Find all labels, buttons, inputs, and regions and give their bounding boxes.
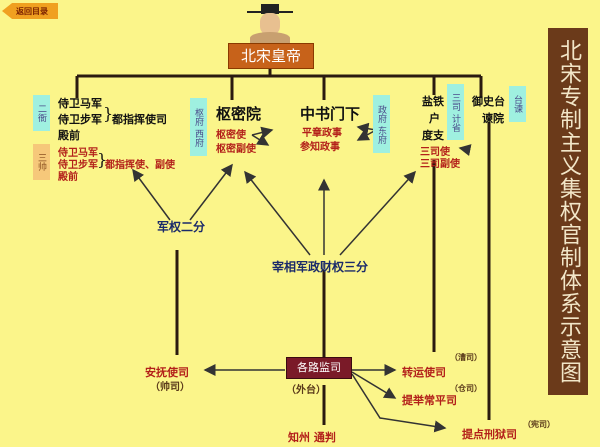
erya-box: 二衙 [33, 95, 50, 131]
jiansi-box: 各路监司 [286, 357, 352, 379]
post: 三司使 [420, 147, 450, 158]
cangsi: （仓司） [450, 383, 482, 393]
shuaisi: （帅司） [150, 382, 190, 393]
back-button[interactable]: 返回目录 [2, 3, 58, 19]
three-split: 宰相军政财权三分 [272, 260, 369, 274]
jianyuan: 谏院 [482, 112, 504, 125]
guard-item: 侍卫步军 [58, 160, 98, 171]
title-banner: 北宋专制主义集权官制体系示意图 [548, 28, 588, 395]
post: 三司副使 [420, 159, 460, 170]
post: 平章政事 [302, 128, 342, 139]
guard-item: 殿前 [58, 172, 78, 183]
post: 枢密副使 [216, 144, 256, 155]
brace: } [97, 150, 108, 169]
office-label: 都指挥使司 [112, 113, 167, 126]
sansi-item: 户 [429, 112, 440, 125]
sanshuai-box: 三帅 [33, 144, 50, 180]
emperor-portrait [245, 2, 295, 44]
zhongshumenxia: 中书门下 [300, 105, 361, 123]
tiju: 提举常平司 [402, 394, 457, 407]
brace: } [103, 104, 114, 123]
guard-item: 侍卫马军 [58, 148, 98, 159]
guard-item: 侍卫步军 [58, 113, 102, 126]
local-officials: 知州 通判 [288, 431, 336, 444]
guard-item: 殿前 [58, 129, 80, 142]
office-label: 都指挥使、副使 [105, 160, 175, 171]
anfu: 安抚使司 [145, 366, 189, 379]
waitai: （外台） [286, 385, 326, 396]
shufu-box: 枢府 西府 [190, 98, 207, 156]
tidian: 提点刑狱司 [462, 428, 517, 441]
guard-item: 侍卫马军 [58, 97, 102, 110]
caosi: （漕司） [450, 352, 482, 362]
sansi-item: 盐铁 [422, 95, 444, 108]
military-split: 军权二分 [157, 220, 206, 234]
zhuanyun: 转运使司 [402, 366, 446, 379]
yushitai: 御史台 [472, 95, 505, 108]
post: 枢密使 [216, 130, 246, 141]
post: 参知政事 [300, 142, 340, 153]
emperor-box: 北宋皇帝 [228, 43, 314, 69]
sansi-item: 度支 [422, 129, 444, 142]
zhengfu-box: 政府 东府 [373, 95, 390, 153]
shumiyuan: 枢密院 [216, 105, 262, 123]
xiansi: （宪司） [523, 419, 555, 429]
taijian-box: 台谏 [509, 86, 526, 122]
jisheng-box: 三司 计省 [447, 84, 464, 140]
